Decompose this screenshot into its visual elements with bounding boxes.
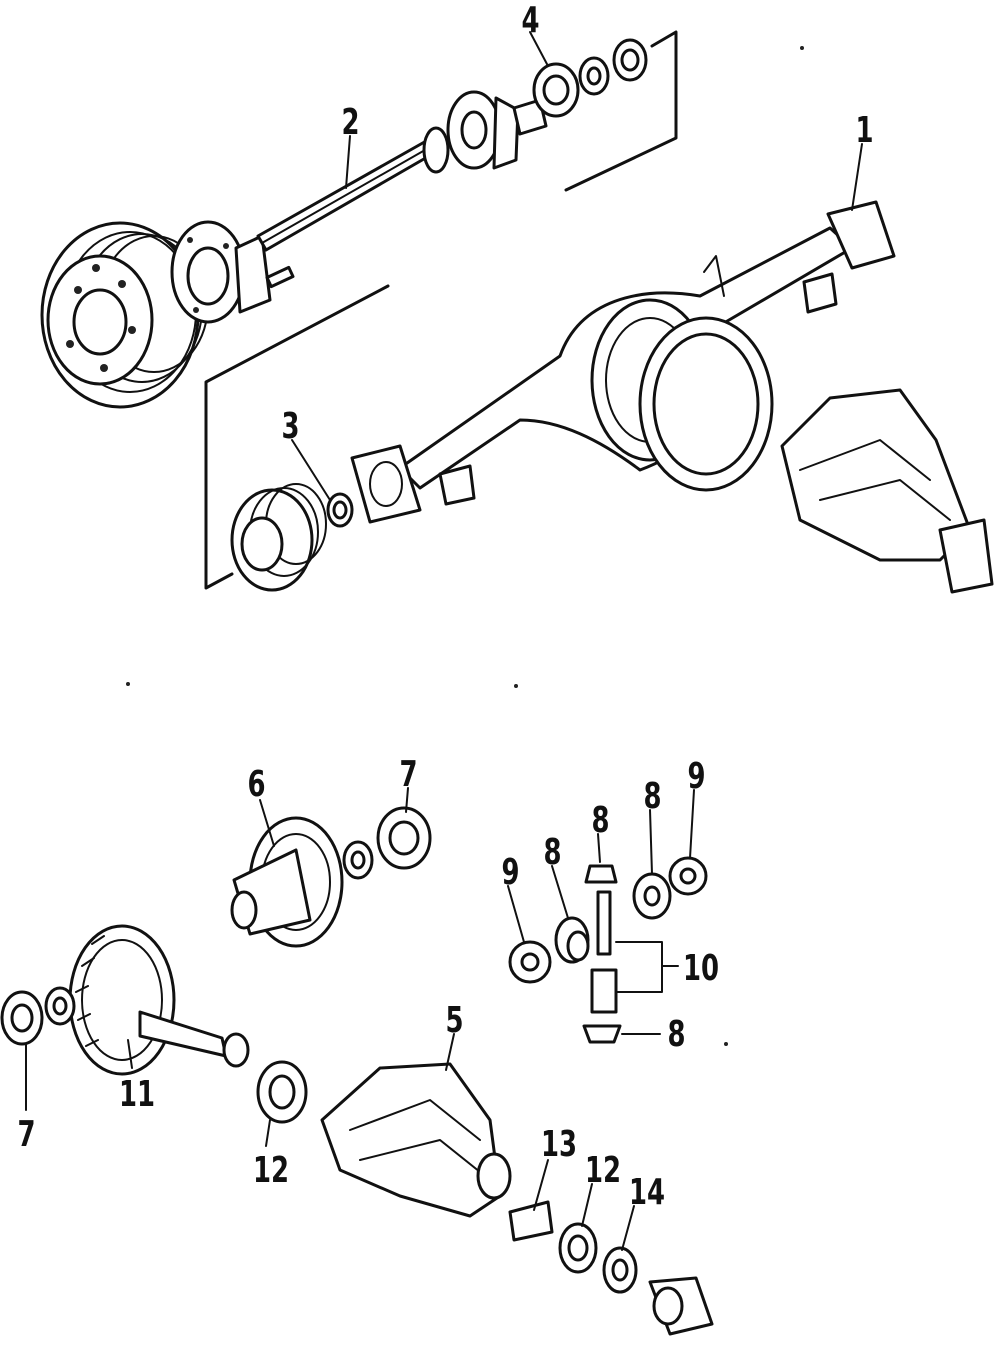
housing-gasket	[638, 316, 774, 492]
leader-14	[621, 1205, 635, 1251]
leader-11	[127, 1039, 133, 1069]
differential-carrier-upper	[780, 388, 994, 594]
axle-retainer	[422, 90, 548, 174]
callout-12b: 12	[585, 1150, 621, 1191]
leader-6	[259, 799, 275, 847]
leader-3	[291, 439, 331, 501]
brake-drum	[40, 221, 209, 409]
callout-6: 6	[248, 764, 266, 805]
axle-bearing-set	[532, 38, 648, 118]
leader-2	[345, 135, 351, 189]
callout-14: 14	[629, 1172, 665, 1213]
upper-bracket-line	[564, 30, 678, 192]
leader-7a	[405, 787, 409, 813]
callout-4: 4	[522, 0, 540, 41]
leader-4	[529, 31, 549, 67]
leader-9a	[507, 885, 525, 943]
callout-9a: 9	[502, 852, 520, 893]
callout-8b: 8	[544, 832, 562, 873]
callout-11: 11	[119, 1074, 155, 1115]
callout-2: 2	[342, 102, 360, 143]
callout-3: 3	[282, 406, 300, 447]
pinion-bearing-rear	[256, 1060, 308, 1124]
carrier-bearing-right	[342, 806, 432, 880]
carrier-bearing-left	[0, 986, 76, 1046]
carrier-housing	[320, 1062, 512, 1218]
leader-9b	[689, 789, 695, 859]
brake-shoe-assembly	[230, 483, 354, 592]
leader-12b	[581, 1183, 593, 1227]
left-bracket-line	[204, 284, 390, 590]
pinion-hardware	[508, 1200, 714, 1336]
spider-gear-set	[508, 856, 708, 1044]
leader-1	[851, 143, 863, 211]
callout-5: 5	[446, 1000, 464, 1041]
callout-7a: 7	[400, 754, 418, 795]
bracket-10	[615, 941, 663, 993]
axle-flange	[170, 220, 272, 324]
leader-8c	[649, 809, 653, 875]
leader-8b	[551, 865, 569, 919]
leader-12a	[265, 1119, 271, 1147]
leader-5	[445, 1033, 455, 1071]
callout-9b: 9	[688, 756, 706, 797]
callout-13: 13	[541, 1124, 577, 1165]
leader-13	[533, 1159, 549, 1211]
callout-8d: 8	[668, 1014, 686, 1055]
differential-case	[230, 816, 344, 948]
callout-10: 10	[683, 948, 719, 989]
callout-8c: 8	[644, 776, 662, 817]
leader-8a	[597, 833, 601, 863]
ring-and-pinion	[68, 924, 250, 1076]
callout-8a: 8	[592, 800, 610, 841]
callout-7b: 7	[18, 1114, 36, 1155]
callout-12a: 12	[253, 1150, 289, 1191]
callout-1: 1	[856, 110, 874, 151]
